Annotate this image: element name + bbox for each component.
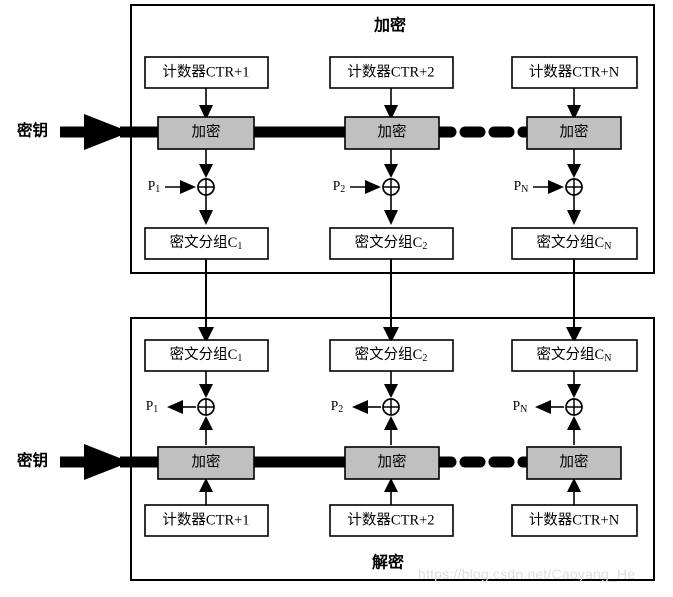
ciphertext-label-enc-3: 密文分组CN — [537, 234, 612, 252]
key-input-top: 密钥 — [17, 114, 538, 150]
panel-connectors — [198, 259, 582, 343]
key-input-bottom: 密钥 — [17, 444, 538, 480]
plaintext-label-enc-1: P1 — [148, 178, 161, 195]
cipher-block-dec-3 — [526, 446, 622, 480]
arrow-head-plaintext-to-xor-enc-3 — [548, 180, 564, 194]
ciphertext-label-enc-2: 密文分组C2 — [355, 234, 428, 252]
ciphertext-box-dec-3 — [511, 339, 638, 372]
ciphertext-box-enc-3 — [511, 227, 638, 260]
cipher-block-dec-1 — [157, 446, 255, 480]
cipher-block-label-dec-2: 加密 — [378, 453, 407, 470]
decryption-panel-title: 解密 — [372, 553, 404, 572]
arrow-head-counter-to-cipher-dec-3 — [567, 478, 581, 492]
arrow-head-xor-to-output-enc-1 — [199, 210, 213, 225]
ciphertext-label-dec-3: 密文分组CN — [537, 346, 612, 364]
counter-box-dec-1 — [144, 504, 269, 537]
decrypt-column-1: 密文分组C1 P1 加密 计数器CTR+1 — [144, 339, 269, 537]
arrow-head-plaintext-to-xor-enc-1 — [180, 180, 196, 194]
cipher-block-label-dec-1: 加密 — [192, 453, 221, 470]
plaintext-label-dec-1: P1 — [146, 398, 159, 415]
arrow-head-xor-to-plaintext-dec-1 — [167, 400, 183, 414]
plaintext-label-dec-2: P2 — [331, 398, 344, 415]
ciphertext-box-enc-2 — [329, 227, 454, 260]
encrypt-column-2: 计数器CTR+2 加密 P2 密文分组C2 — [329, 56, 454, 260]
cipher-block-enc-2 — [344, 116, 440, 150]
counter-box-enc-2 — [329, 56, 454, 89]
counter-label-enc-1: 计数器CTR+1 — [162, 63, 249, 80]
arrow-head-counter-to-cipher-dec-1 — [199, 478, 213, 492]
key-label-top: 密钥 — [17, 121, 48, 140]
decrypt-column-2: 密文分组C2 P2 加密 计数器CTR+2 — [329, 339, 454, 537]
arrow-head-cipher-to-xor-dec-1 — [199, 416, 213, 430]
ciphertext-label-enc-1: 密文分组C1 — [170, 234, 243, 252]
plaintext-label-dec-3: PN — [513, 398, 528, 415]
key-arrow-head-bottom — [84, 444, 130, 480]
encryption-panel-title: 加密 — [373, 16, 406, 35]
key-arrow-head-top — [84, 114, 130, 150]
cipher-block-label-enc-3: 加密 — [560, 123, 589, 140]
arrow-head-input-to-xor-dec-1 — [199, 384, 213, 398]
cipher-block-label-enc-2: 加密 — [378, 123, 407, 140]
ciphertext-box-dec-1 — [144, 339, 269, 372]
arrow-head-counter-to-cipher-enc-1 — [199, 105, 213, 120]
connector-arrow-2 — [383, 327, 399, 343]
ciphertext-label-dec-2: 密文分组C2 — [355, 346, 428, 364]
ciphertext-box-dec-2 — [329, 339, 454, 372]
counter-box-dec-3 — [511, 504, 638, 537]
arrow-head-cipher-to-xor-enc-2 — [384, 164, 398, 178]
arrow-head-counter-to-cipher-enc-2 — [384, 105, 398, 120]
arrow-head-counter-to-cipher-enc-3 — [567, 105, 581, 120]
plaintext-label-enc-2: P2 — [333, 178, 346, 195]
counter-label-enc-3: 计数器CTR+N — [529, 63, 620, 80]
cipher-block-label-enc-1: 加密 — [192, 123, 221, 140]
arrow-head-cipher-to-xor-enc-3 — [567, 164, 581, 178]
arrow-head-cipher-to-xor-dec-2 — [384, 416, 398, 430]
arrow-head-xor-to-plaintext-dec-3 — [535, 400, 551, 414]
encrypt-column-1: 计数器CTR+1 加密 P1 密文分组C1 — [144, 56, 269, 260]
arrow-head-cipher-to-xor-enc-1 — [199, 164, 213, 178]
counter-box-dec-2 — [329, 504, 454, 537]
arrow-head-cipher-to-xor-dec-3 — [567, 416, 581, 430]
plaintext-label-enc-3: PN — [514, 178, 529, 195]
arrow-head-input-to-xor-dec-3 — [567, 384, 581, 398]
counter-label-dec-3: 计数器CTR+N — [529, 511, 620, 528]
arrow-head-xor-to-output-enc-3 — [567, 210, 581, 225]
ciphertext-label-dec-1: 密文分组C1 — [170, 346, 243, 364]
decryption-panel: 解密 密钥 密文分组C1 P1 — [17, 317, 655, 581]
arrow-head-counter-to-cipher-dec-2 — [384, 478, 398, 492]
watermark-text: https://blog.csdn.net/Caoyang_He — [418, 566, 636, 582]
connector-arrow-3 — [566, 327, 582, 343]
encrypt-column-3: 计数器CTR+N 加密 PN 密文分组CN — [511, 56, 638, 260]
arrow-head-plaintext-to-xor-enc-2 — [365, 180, 381, 194]
key-label-bottom: 密钥 — [17, 451, 48, 470]
cipher-block-enc-3 — [526, 116, 622, 150]
cipher-block-label-dec-3: 加密 — [560, 453, 589, 470]
counter-label-dec-1: 计数器CTR+1 — [162, 511, 249, 528]
cipher-block-dec-2 — [344, 446, 440, 480]
decryption-panel-border — [130, 317, 655, 581]
decrypt-column-3: 密文分组CN PN 加密 计数器CTR+N — [511, 339, 638, 537]
arrow-head-xor-to-plaintext-dec-2 — [352, 400, 368, 414]
connector-arrow-1 — [198, 327, 214, 343]
counter-label-enc-2: 计数器CTR+2 — [347, 63, 434, 80]
encryption-panel: 加密 密钥 计数器CTR+1 加密 P1 — [17, 4, 655, 274]
arrow-head-xor-to-output-enc-2 — [384, 210, 398, 225]
arrow-head-input-to-xor-dec-2 — [384, 384, 398, 398]
counter-label-dec-2: 计数器CTR+2 — [347, 511, 434, 528]
encryption-panel-border — [130, 4, 655, 274]
